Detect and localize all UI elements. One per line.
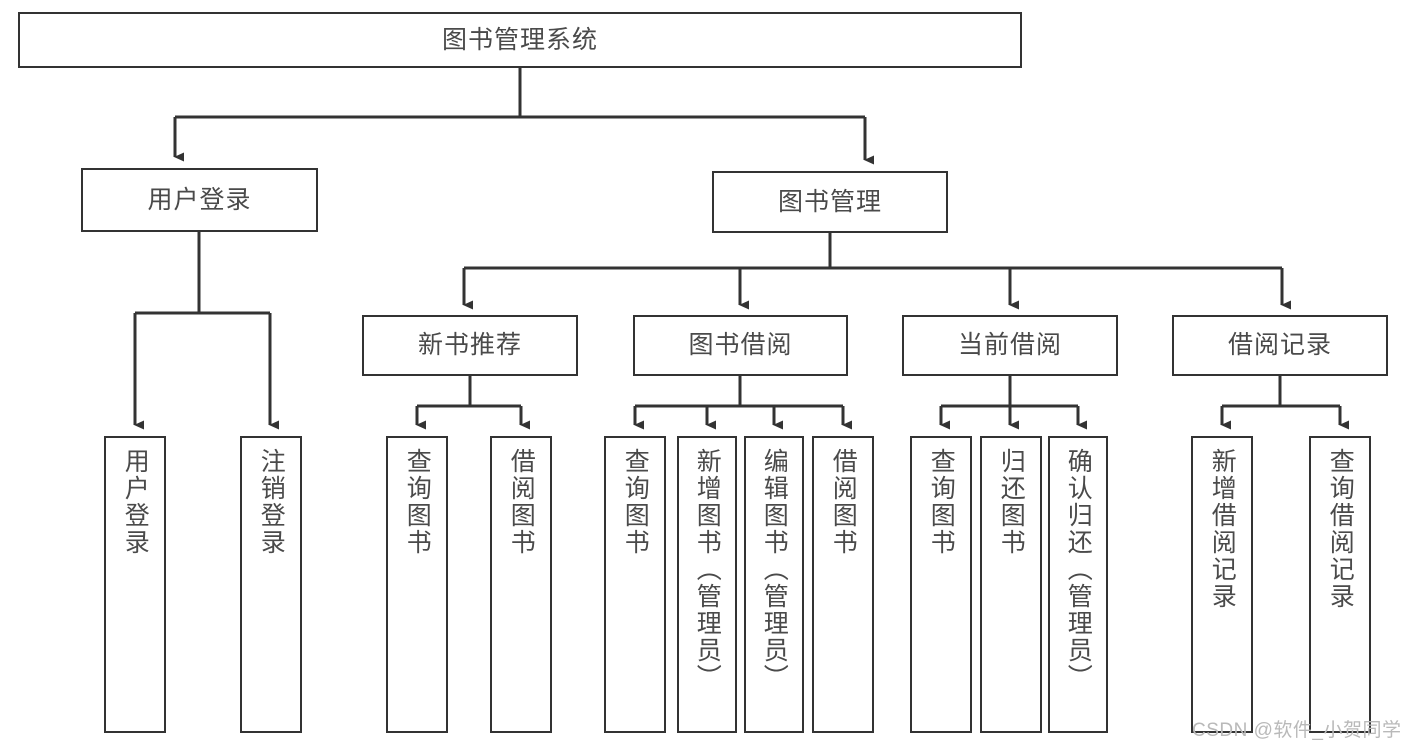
node-current-borrow[interactable]: 当前借阅 — [902, 315, 1118, 376]
leaf-bb-edit-book[interactable]: 编辑图书（管理员） — [744, 436, 804, 733]
leaf-bb-borrow-book-label: 借阅图书 — [829, 448, 858, 556]
leaf-br-query-record[interactable]: 查询借阅记录 — [1309, 436, 1371, 733]
leaf-bb-add-book[interactable]: 新增图书（管理员） — [677, 436, 737, 733]
leaf-bb-borrow-book[interactable]: 借阅图书 — [812, 436, 874, 733]
leaf-cb-return-book-label: 归还图书 — [997, 448, 1026, 556]
leaf-cb-confirm-return-label: 确认归还（管理员） — [1064, 448, 1093, 691]
leaf-cb-query-book[interactable]: 查询图书 — [910, 436, 972, 733]
node-book-management-label: 图书管理 — [777, 187, 882, 216]
node-root-label: 图书管理系统 — [441, 25, 598, 54]
node-new-book-recommend[interactable]: 新书推荐 — [362, 315, 578, 376]
leaf-user-login[interactable]: 用户登录 — [104, 436, 166, 733]
leaf-user-login-label: 用户登录 — [121, 448, 150, 556]
leaf-nb-borrow-book[interactable]: 借阅图书 — [490, 436, 552, 733]
node-book-management[interactable]: 图书管理 — [712, 171, 948, 233]
leaf-logout[interactable]: 注销登录 — [240, 436, 302, 733]
leaf-nb-query-book-label: 查询图书 — [403, 448, 432, 556]
leaf-cb-confirm-return[interactable]: 确认归还（管理员） — [1048, 436, 1108, 733]
node-user-login[interactable]: 用户登录 — [81, 168, 318, 232]
leaf-bb-query-book[interactable]: 查询图书 — [604, 436, 666, 733]
leaf-bb-add-book-label: 新增图书（管理员） — [693, 448, 722, 691]
node-borrow-record[interactable]: 借阅记录 — [1172, 315, 1388, 376]
node-root[interactable]: 图书管理系统 — [18, 12, 1022, 68]
node-book-borrow[interactable]: 图书借阅 — [633, 315, 848, 376]
node-user-login-label: 用户登录 — [147, 185, 252, 214]
leaf-br-add-record[interactable]: 新增借阅记录 — [1191, 436, 1253, 733]
leaf-bb-query-book-label: 查询图书 — [621, 448, 650, 556]
node-borrow-record-label: 借阅记录 — [1227, 331, 1332, 360]
node-current-borrow-label: 当前借阅 — [957, 331, 1062, 360]
leaf-bb-edit-book-label: 编辑图书（管理员） — [760, 448, 789, 691]
node-book-borrow-label: 图书借阅 — [688, 331, 793, 360]
leaf-nb-borrow-book-label: 借阅图书 — [507, 448, 536, 556]
leaf-nb-query-book[interactable]: 查询图书 — [386, 436, 448, 733]
leaf-cb-return-book[interactable]: 归还图书 — [980, 436, 1042, 733]
leaf-br-query-record-label: 查询借阅记录 — [1326, 448, 1355, 610]
leaf-cb-query-book-label: 查询图书 — [927, 448, 956, 556]
leaf-logout-label: 注销登录 — [257, 448, 286, 556]
node-new-book-recommend-label: 新书推荐 — [417, 331, 522, 360]
leaf-br-add-record-label: 新增借阅记录 — [1208, 448, 1237, 610]
